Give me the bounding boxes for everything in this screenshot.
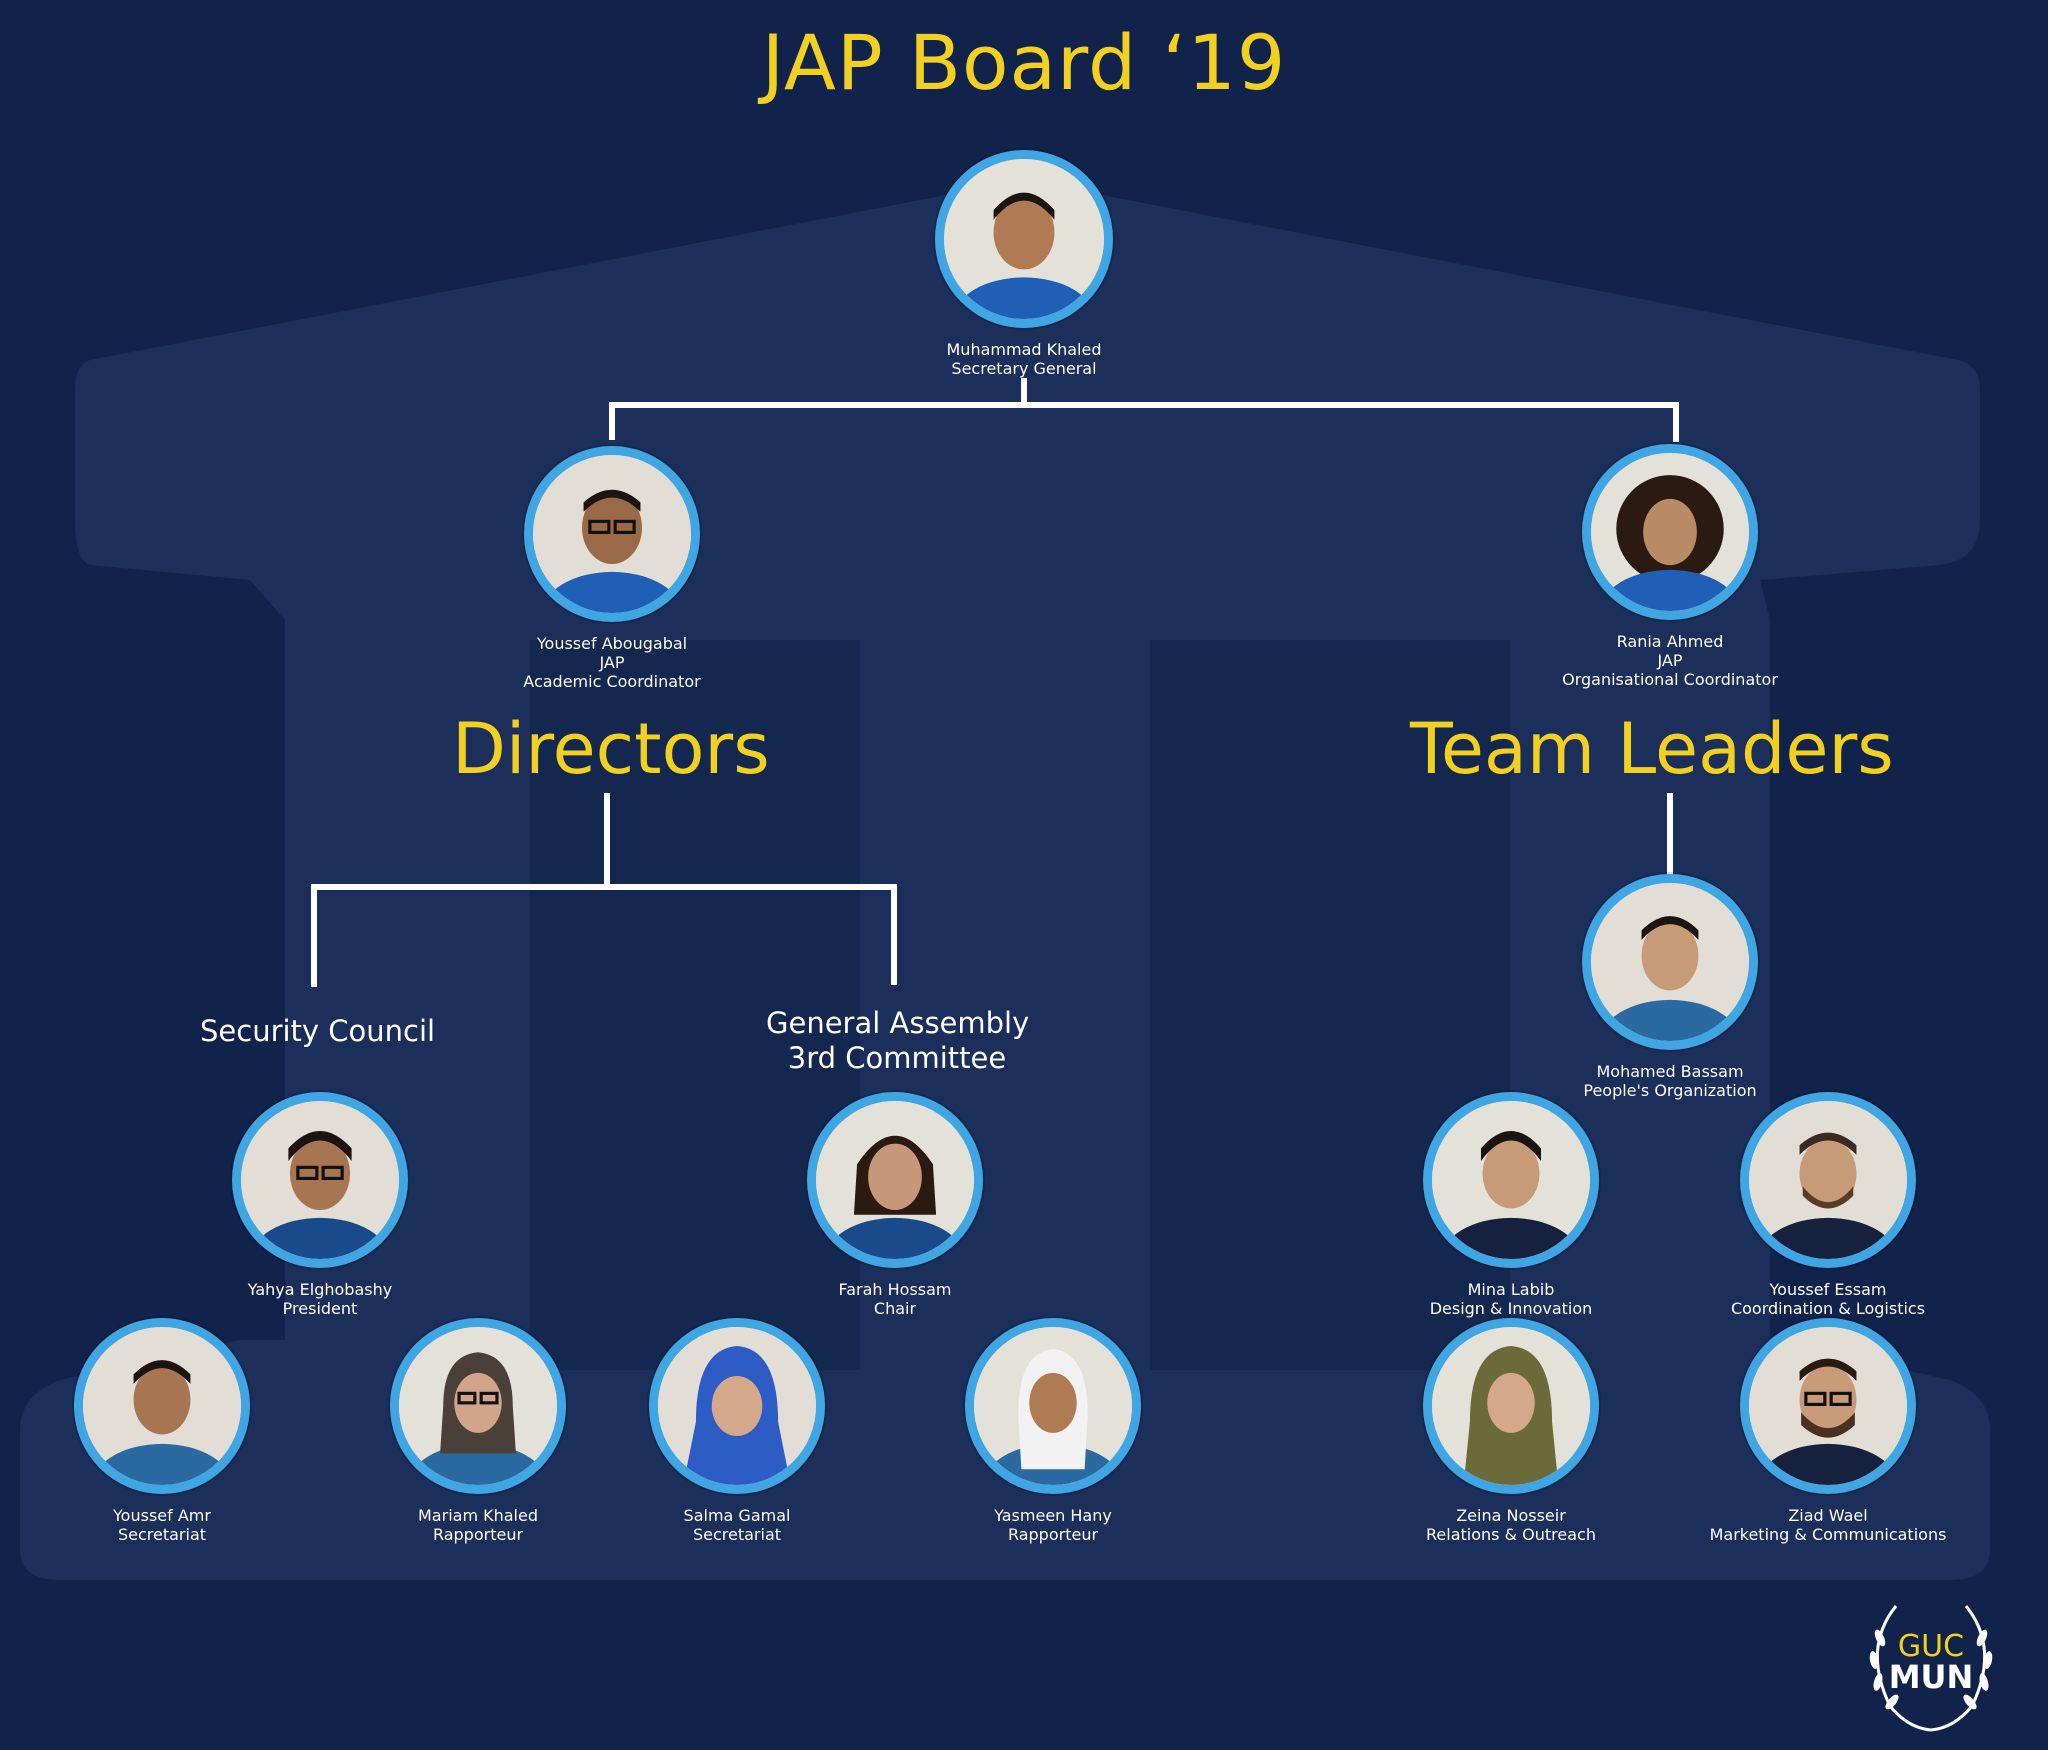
portrait-icon [1749, 1327, 1907, 1485]
logo-line1: GUC [1898, 1629, 1964, 1664]
member-name: Mohamed Bassam [1596, 1062, 1744, 1081]
member-name: Yasmeen Hany [994, 1506, 1112, 1525]
general-assembly-line1: General Assembly [766, 1006, 1030, 1040]
member-role: Secretary General [951, 359, 1097, 378]
member-role: People's Organization [1583, 1081, 1757, 1100]
member-academic-coordinator: Youssef Abougabal JAP Academic Coordinat… [442, 446, 782, 691]
avatar [74, 1318, 250, 1494]
member-name: Ziad Wael [1788, 1506, 1868, 1525]
member-organisational-coordinator: Rania Ahmed JAP Organisational Coordinat… [1500, 444, 1840, 689]
member-role: President [282, 1299, 358, 1318]
member-role: Secretariat [117, 1525, 207, 1544]
member-role: Relations & Outreach [1426, 1525, 1596, 1544]
member-sc-president: Yahya Elghobashy President [150, 1092, 490, 1318]
member-tl-peoples-organization: Mohamed Bassam People's Organization [1500, 874, 1840, 1100]
member-name: Zeina Nosseir [1456, 1506, 1566, 1525]
avatar [1423, 1318, 1599, 1494]
member-ga-secretariat: Salma Gamal Secretariat [567, 1318, 907, 1544]
member-label: Farah Hossam Chair [725, 1280, 1065, 1318]
member-role: Secretariat [692, 1525, 782, 1544]
avatar [1740, 1318, 1916, 1494]
logo-line2: MUN [1889, 1658, 1974, 1696]
laurel-wreath-icon: GUC MUN [1869, 1605, 1993, 1732]
directors-heading: Directors [452, 708, 770, 790]
member-sc-rapporteur: Mariam Khaled Rapporteur [308, 1318, 648, 1544]
member-label: Rania Ahmed JAP Organisational Coordinat… [1500, 632, 1840, 689]
portrait-icon [1432, 1327, 1590, 1485]
member-label: Muhammad Khaled Secretary General [854, 340, 1194, 378]
member-label: Mina Labib Design & Innovation [1341, 1280, 1681, 1318]
member-name: Yahya Elghobashy [247, 1280, 393, 1299]
portrait-icon [1749, 1101, 1907, 1259]
member-label: Youssef Amr Secretariat [0, 1506, 332, 1544]
portrait-icon [399, 1327, 557, 1485]
member-tl-marketing-communications: Ziad Wael Marketing & Communications [1658, 1318, 1998, 1544]
member-secretary-general: Muhammad Khaled Secretary General [854, 150, 1194, 378]
member-role: Chair [873, 1299, 917, 1318]
member-label: Mariam Khaled Rapporteur [308, 1506, 648, 1544]
member-label: Yahya Elghobashy President [150, 1280, 490, 1318]
member-label: Zeina Nosseir Relations & Outreach [1341, 1506, 1681, 1544]
member-role: Rapporteur [432, 1525, 524, 1544]
member-name: Youssef Amr [113, 1506, 211, 1525]
avatar [390, 1318, 566, 1494]
member-label: Ziad Wael Marketing & Communications [1658, 1506, 1998, 1544]
general-assembly-line2: 3rd Committee [787, 1041, 1007, 1075]
avatar [232, 1092, 408, 1268]
member-name: Salma Gamal [683, 1506, 791, 1525]
member-tl-coordination-logistics: Youssef Essam Coordination & Logistics [1658, 1092, 1998, 1318]
avatar [935, 150, 1113, 328]
member-label: Salma Gamal Secretariat [567, 1506, 907, 1544]
member-tl-relations-outreach: Zeina Nosseir Relations & Outreach [1341, 1318, 1681, 1544]
avatar [1582, 874, 1758, 1050]
member-line2: JAP [1657, 651, 1683, 670]
member-name: Youssef Abougabal [536, 634, 688, 653]
member-label: Yasmeen Hany Rapporteur [883, 1506, 1223, 1544]
member-label: Youssef Essam Coordination & Logistics [1658, 1280, 1998, 1318]
member-name: Farah Hossam [838, 1280, 952, 1299]
portrait-icon [533, 455, 691, 613]
general-assembly-heading: General Assembly 3rd Committee [766, 1006, 1030, 1076]
member-role: Design & Innovation [1429, 1299, 1593, 1318]
member-name: Mina Labib [1467, 1280, 1555, 1299]
avatar [807, 1092, 983, 1268]
avatar [965, 1318, 1141, 1494]
security-council-heading: Security Council [200, 1014, 436, 1048]
member-name: Mariam Khaled [418, 1506, 538, 1525]
portrait-icon [83, 1327, 241, 1485]
member-tl-design-innovation: Mina Labib Design & Innovation [1341, 1092, 1681, 1318]
member-line2: JAP [599, 653, 625, 672]
member-name: Youssef Essam [1769, 1280, 1887, 1299]
avatar [1740, 1092, 1916, 1268]
page-title: JAP Board ‘19 [761, 18, 1287, 107]
portrait-icon [1591, 453, 1749, 611]
portrait-icon [241, 1101, 399, 1259]
team-leaders-heading: Team Leaders [1410, 708, 1894, 790]
member-name: Muhammad Khaled [946, 340, 1102, 359]
member-ga-rapporteur: Yasmeen Hany Rapporteur [883, 1318, 1223, 1544]
member-label: Youssef Abougabal JAP Academic Coordinat… [442, 634, 782, 691]
avatar [1423, 1092, 1599, 1268]
avatar [1582, 444, 1758, 620]
member-role: Rapporteur [1007, 1525, 1099, 1544]
member-ga-chair: Farah Hossam Chair [725, 1092, 1065, 1318]
portrait-icon [1432, 1101, 1590, 1259]
member-name: Rania Ahmed [1616, 632, 1724, 651]
avatar [524, 446, 700, 622]
portrait-icon [658, 1327, 816, 1485]
avatar [649, 1318, 825, 1494]
member-sc-secretariat: Youssef Amr Secretariat [0, 1318, 332, 1544]
portrait-icon [974, 1327, 1132, 1485]
member-role: Academic Coordinator [523, 672, 701, 691]
portrait-icon [1591, 883, 1749, 1041]
portrait-icon [944, 159, 1104, 319]
member-role: Coordination & Logistics [1730, 1299, 1926, 1318]
guc-mun-logo: GUC MUN [1856, 1588, 2006, 1738]
member-role: Marketing & Communications [1709, 1525, 1947, 1544]
member-role: Organisational Coordinator [1562, 670, 1778, 689]
org-connectors [311, 378, 1679, 987]
member-label: Mohamed Bassam People's Organization [1500, 1062, 1840, 1100]
portrait-icon [816, 1101, 974, 1259]
